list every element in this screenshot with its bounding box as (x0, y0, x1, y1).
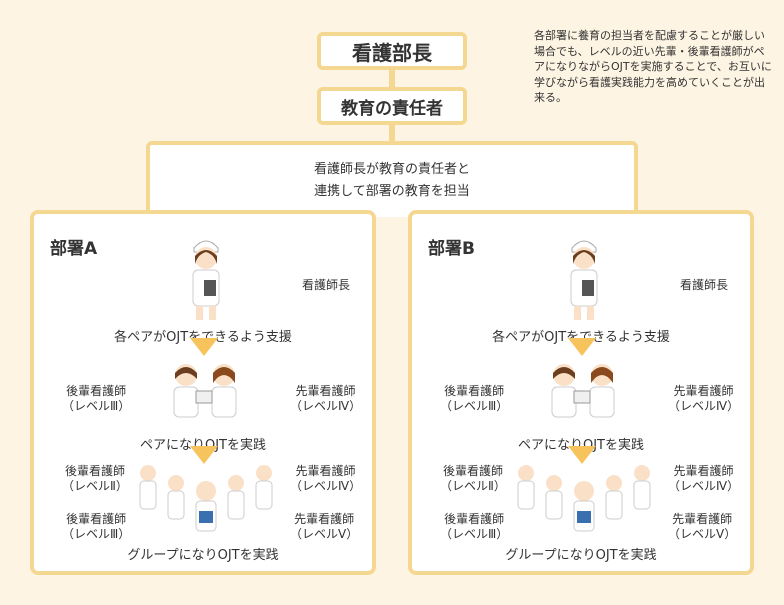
department-a-junior-pair-label: 後輩看護師 （レベルⅢ） (62, 384, 131, 413)
department-a-title: 部署A (50, 239, 98, 259)
department-b-junior-pair-label: 後輩看護師 （レベルⅢ） (440, 384, 509, 413)
department-a-senior-pair-label: 先輩看護師 （レベルⅣ） (290, 384, 362, 413)
department-b-junior-group2-label: 後輩看護師 （レベルⅢ） (440, 512, 509, 541)
group-nurses-illustration (517, 465, 651, 532)
department-a-head-label: 看護師長 (302, 278, 351, 292)
education-lead-box: 教育の責任者 (317, 87, 467, 125)
department-b-junior-group1-label: 後輩看護師 （レベルⅡ） (440, 464, 506, 493)
joint-responsibility-box: 看護師長が教育の責任者と 連携して部署の教育を担当 (146, 141, 638, 217)
department-b-step3-caption: グループになりOJTを実践 (505, 548, 657, 563)
head-nurse-director-box: 看護部長 (317, 32, 467, 70)
department-b-senior-pair-label: 先輩看護師 （レベルⅣ） (668, 384, 740, 413)
department-a-senior-group1-label: 先輩看護師 （レベルⅣ） (290, 464, 362, 493)
connector-top (389, 70, 395, 88)
department-a-senior-group2-label: 先輩看護師 （レベルⅤ） (290, 512, 359, 541)
joint-line-2: 連携して部署の教育を担当 (314, 184, 470, 199)
department-b-senior-group1-label: 先輩看護師 （レベルⅣ） (668, 464, 740, 493)
head-nurse-illustration (570, 240, 598, 320)
department-a-junior-group2-label: 後輩看護師 （レベルⅢ） (62, 512, 131, 541)
department-a-junior-group1-label: 後輩看護師 （レベルⅡ） (62, 464, 128, 493)
joint-line-1: 看護師長が教育の責任者と (313, 162, 470, 177)
connector-middle (389, 125, 395, 143)
group-nurses-illustration (139, 465, 273, 532)
department-a-panel: 部署A 看護師長 各ペアがOJTをできるよう支援 後輩看護師 （レベルⅢ） 先輩… (30, 210, 376, 575)
department-a-step3-caption: グループになりOJTを実践 (127, 548, 279, 563)
head-nurse-illustration (192, 240, 220, 320)
department-b-head-label: 看護師長 (680, 278, 729, 292)
head-nurse-director-label: 看護部長 (352, 40, 432, 65)
down-arrow-icon (190, 338, 218, 356)
department-b-panel: 部署B 看護師長 各ペアがOJTをできるよう支援 後輩看護師 （レベルⅢ） 先輩… (408, 210, 754, 575)
pair-nurses-illustration (173, 364, 237, 418)
department-b-senior-group2-label: 先輩看護師 （レベルⅤ） (668, 512, 737, 541)
department-b-step1-caption: 各ペアがOJTをできるよう支援 (492, 330, 670, 345)
department-a-step2-caption: ペアになりOJTを実践 (139, 438, 266, 453)
down-arrow-icon (568, 446, 596, 464)
down-arrow-icon (568, 338, 596, 356)
explanatory-note: 各部署に養育の担当者を配慮することが厳しい場合でも、レベルの近い先輩・後輩看護師… (534, 29, 772, 104)
down-arrow-icon (190, 446, 218, 464)
education-lead-label: 教育の責任者 (341, 98, 443, 119)
department-b-step2-caption: ペアになりOJTを実践 (517, 438, 644, 453)
department-b-title: 部署B (428, 239, 475, 259)
department-a-step1-caption: 各ペアがOJTをできるよう支援 (114, 330, 292, 345)
pair-nurses-illustration (551, 364, 615, 418)
